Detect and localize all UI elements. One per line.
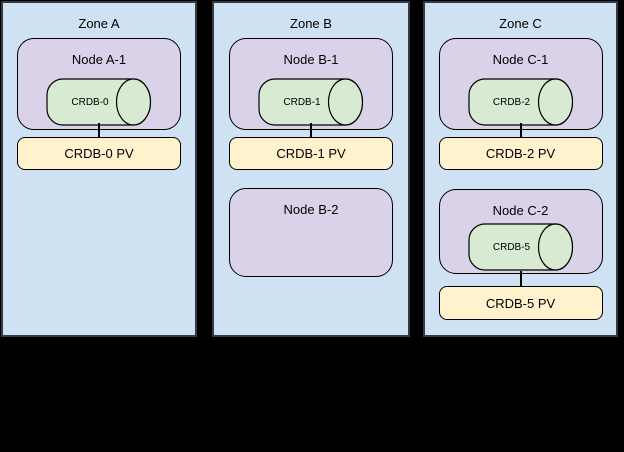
node-a1-title: Node A-1 <box>71 52 127 67</box>
node-b2: Node B-2 <box>229 188 393 277</box>
zone-c: Zone C Node C-1 CRDB-2 CRDB-2 PV Node C-… <box>423 1 618 337</box>
pod-crdb-1: CRDB-1 <box>258 78 364 126</box>
node-c2: Node C-2 CRDB-5 <box>438 189 603 274</box>
pv-crdb-5-label: CRDB-5 PV <box>485 295 556 311</box>
pod-to-pv-connector-line <box>519 271 522 287</box>
pv-crdb-0: CRDB-0 PV <box>17 137 181 170</box>
pod-crdb-2: CRDB-2 <box>467 78 574 126</box>
node-c1-title: Node C-1 <box>492 52 549 67</box>
pod-crdb-0-label: CRDB-0 <box>71 96 109 108</box>
pod-crdb-5-label: CRDB-5 <box>492 241 531 253</box>
database-cylinder-icon <box>467 78 573 126</box>
zone-c-title: Zone C <box>499 16 542 31</box>
pv-crdb-1-label: CRDB-1 PV <box>276 146 346 161</box>
pv-crdb-2-label: CRDB-2 PV <box>485 146 556 161</box>
node-c2-title: Node C-2 <box>492 203 549 218</box>
pv-crdb-1: CRDB-1 PV <box>229 137 393 170</box>
pod-crdb-1-label: CRDB-1 <box>283 96 321 108</box>
zone-a: Zone A Node A-1 CRDB-0 CRDB-0 PV <box>1 1 197 337</box>
database-cylinder-icon <box>258 78 364 126</box>
database-cylinder-icon <box>46 78 152 126</box>
pod-to-pv-connector-line <box>519 123 522 138</box>
node-a1: Node A-1 CRDB-0 <box>17 38 181 130</box>
node-b1-title: Node B-1 <box>283 52 339 67</box>
pod-to-pv-connector-line <box>310 123 312 138</box>
node-b2-title: Node B-2 <box>283 202 339 217</box>
pod-crdb-5: CRDB-5 <box>467 223 574 271</box>
node-c1: Node C-1 CRDB-2 <box>438 38 603 130</box>
pv-crdb-2: CRDB-2 PV <box>438 137 603 170</box>
zone-a-title: Zone A <box>78 16 120 31</box>
pod-crdb-0: CRDB-0 <box>46 78 152 126</box>
database-cylinder-icon <box>467 223 573 271</box>
pv-crdb-0-label: CRDB-0 PV <box>64 146 134 161</box>
zone-b-title: Zone B <box>290 16 332 31</box>
pod-crdb-2-label: CRDB-2 <box>492 96 531 108</box>
pv-crdb-5: CRDB-5 PV <box>438 286 603 320</box>
node-b1: Node B-1 CRDB-1 <box>229 38 393 130</box>
zone-b: Zone B Node B-1 CRDB-1 CRDB-1 PV Node B-… <box>212 1 410 337</box>
pod-to-pv-connector-line <box>98 123 100 138</box>
